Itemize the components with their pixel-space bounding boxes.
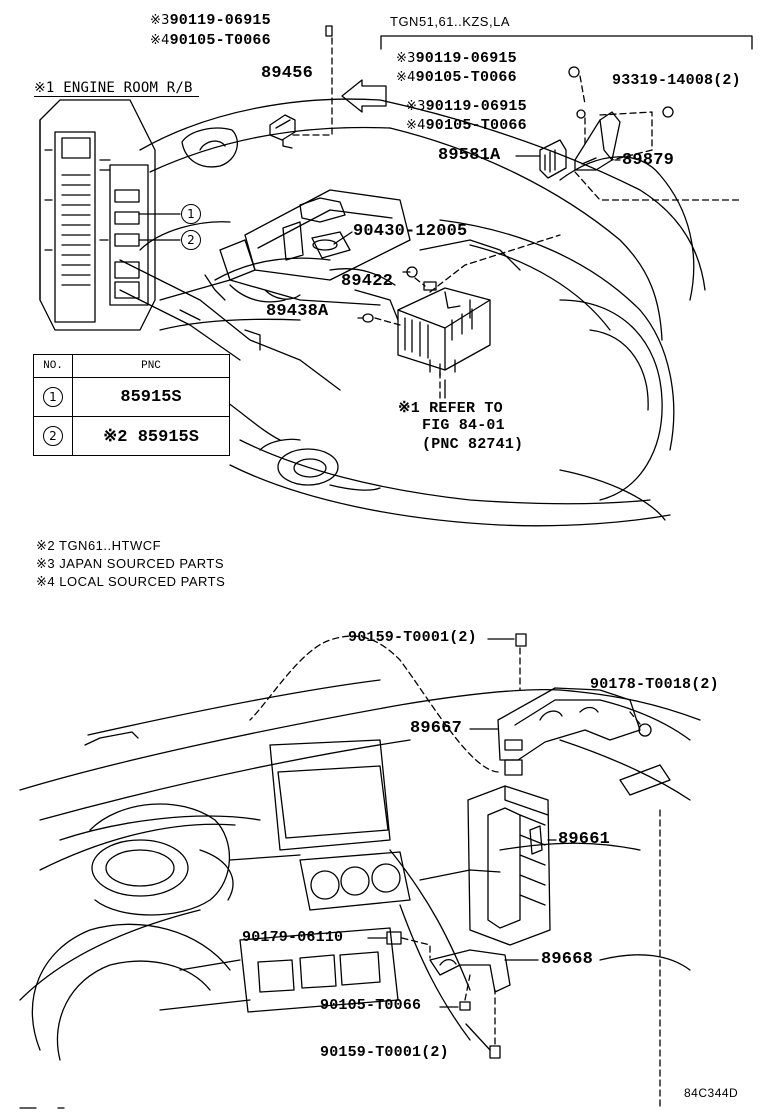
label-90119-right-2: ※390119-06915 xyxy=(406,98,527,115)
label-89438a: 89438A xyxy=(266,302,329,321)
lower-ecu-parts xyxy=(386,633,652,1059)
engine-bay-outline xyxy=(119,98,706,527)
note-3: ※4 LOCAL SOURCED PARTS xyxy=(36,574,226,589)
row-pnc: 85915S xyxy=(72,377,230,417)
relay-box-assembly xyxy=(397,287,491,377)
label-89661: 89661 xyxy=(558,830,611,849)
label-90105-right-2: ※490105-T0066 xyxy=(406,117,527,134)
label-89581a: 89581A xyxy=(438,146,501,165)
engine-room-relay-box xyxy=(39,99,156,331)
direction-arrow xyxy=(341,79,387,113)
callout-2: 2 xyxy=(181,230,201,250)
table-row: 2 ※2 85915S xyxy=(33,416,230,456)
label-90159-top: 90159-T0001(2) xyxy=(348,629,477,646)
mark-4: ※4 xyxy=(150,33,170,48)
label-89456: 89456 xyxy=(261,64,314,83)
label-90105-right-1: ※490105-T0066 xyxy=(396,69,517,86)
label-90105-top: ※490105-T0066 xyxy=(150,32,271,49)
variant-bracket xyxy=(380,35,753,50)
note-1: ※2 TGN61..HTWCF xyxy=(36,538,162,553)
lower-dashed-leaders xyxy=(249,635,661,1111)
row-no-circle: 1 xyxy=(43,387,63,407)
label-90105-lower: 90105-T0066 xyxy=(320,997,422,1014)
pnc-table: NO. PNC 1 85915S 2 ※2 85915S xyxy=(33,354,230,456)
label-90178: 90178-T0018(2) xyxy=(590,676,719,693)
note-2: ※3 JAPAN SOURCED PARTS xyxy=(36,556,225,571)
row-no-circle: 2 xyxy=(43,426,63,446)
header-pnc: PNC xyxy=(72,354,230,378)
callout-1: 1 xyxy=(181,204,201,224)
upper-solid-leaders xyxy=(333,155,621,399)
pnc-table-header: NO. PNC xyxy=(33,354,230,378)
label-89879: 89879 xyxy=(622,151,675,170)
label-90119-right-1: ※390119-06915 xyxy=(396,50,517,67)
label-89668: 89668 xyxy=(541,950,594,969)
figure-code: 84C344D xyxy=(684,1086,739,1100)
upper-small-parts xyxy=(269,25,674,323)
label-90159-bottom: 90159-T0001(2) xyxy=(320,1044,449,1061)
row-pnc: ※2 85915S xyxy=(72,416,230,456)
table-row: 1 85915S xyxy=(33,377,230,417)
label-89422: 89422 xyxy=(341,272,394,291)
mark-3: ※3 xyxy=(150,13,170,28)
label-90119-top: ※390119-06915 xyxy=(150,12,271,29)
upper-dashed-leaders xyxy=(291,37,741,399)
dashboard-outline xyxy=(19,679,701,1061)
label-93319: 93319-14008(2) xyxy=(612,72,741,89)
refer-line-2: FIG 84-01 xyxy=(422,417,505,434)
label-89667: 89667 xyxy=(410,719,463,738)
lower-solid-leaders xyxy=(367,638,557,1051)
variant-header: TGN51,61..KZS,LA xyxy=(390,14,510,29)
label-90179: 90179-06110 xyxy=(242,929,344,946)
refer-line-1: ※1 REFER TO xyxy=(398,400,503,417)
refer-line-3: (PNC 82741) xyxy=(422,436,524,453)
engine-room-rb-title: ※1 ENGINE ROOM R/B xyxy=(34,80,199,97)
header-no: NO. xyxy=(33,354,73,378)
label-90430: 90430-12005 xyxy=(353,222,468,241)
